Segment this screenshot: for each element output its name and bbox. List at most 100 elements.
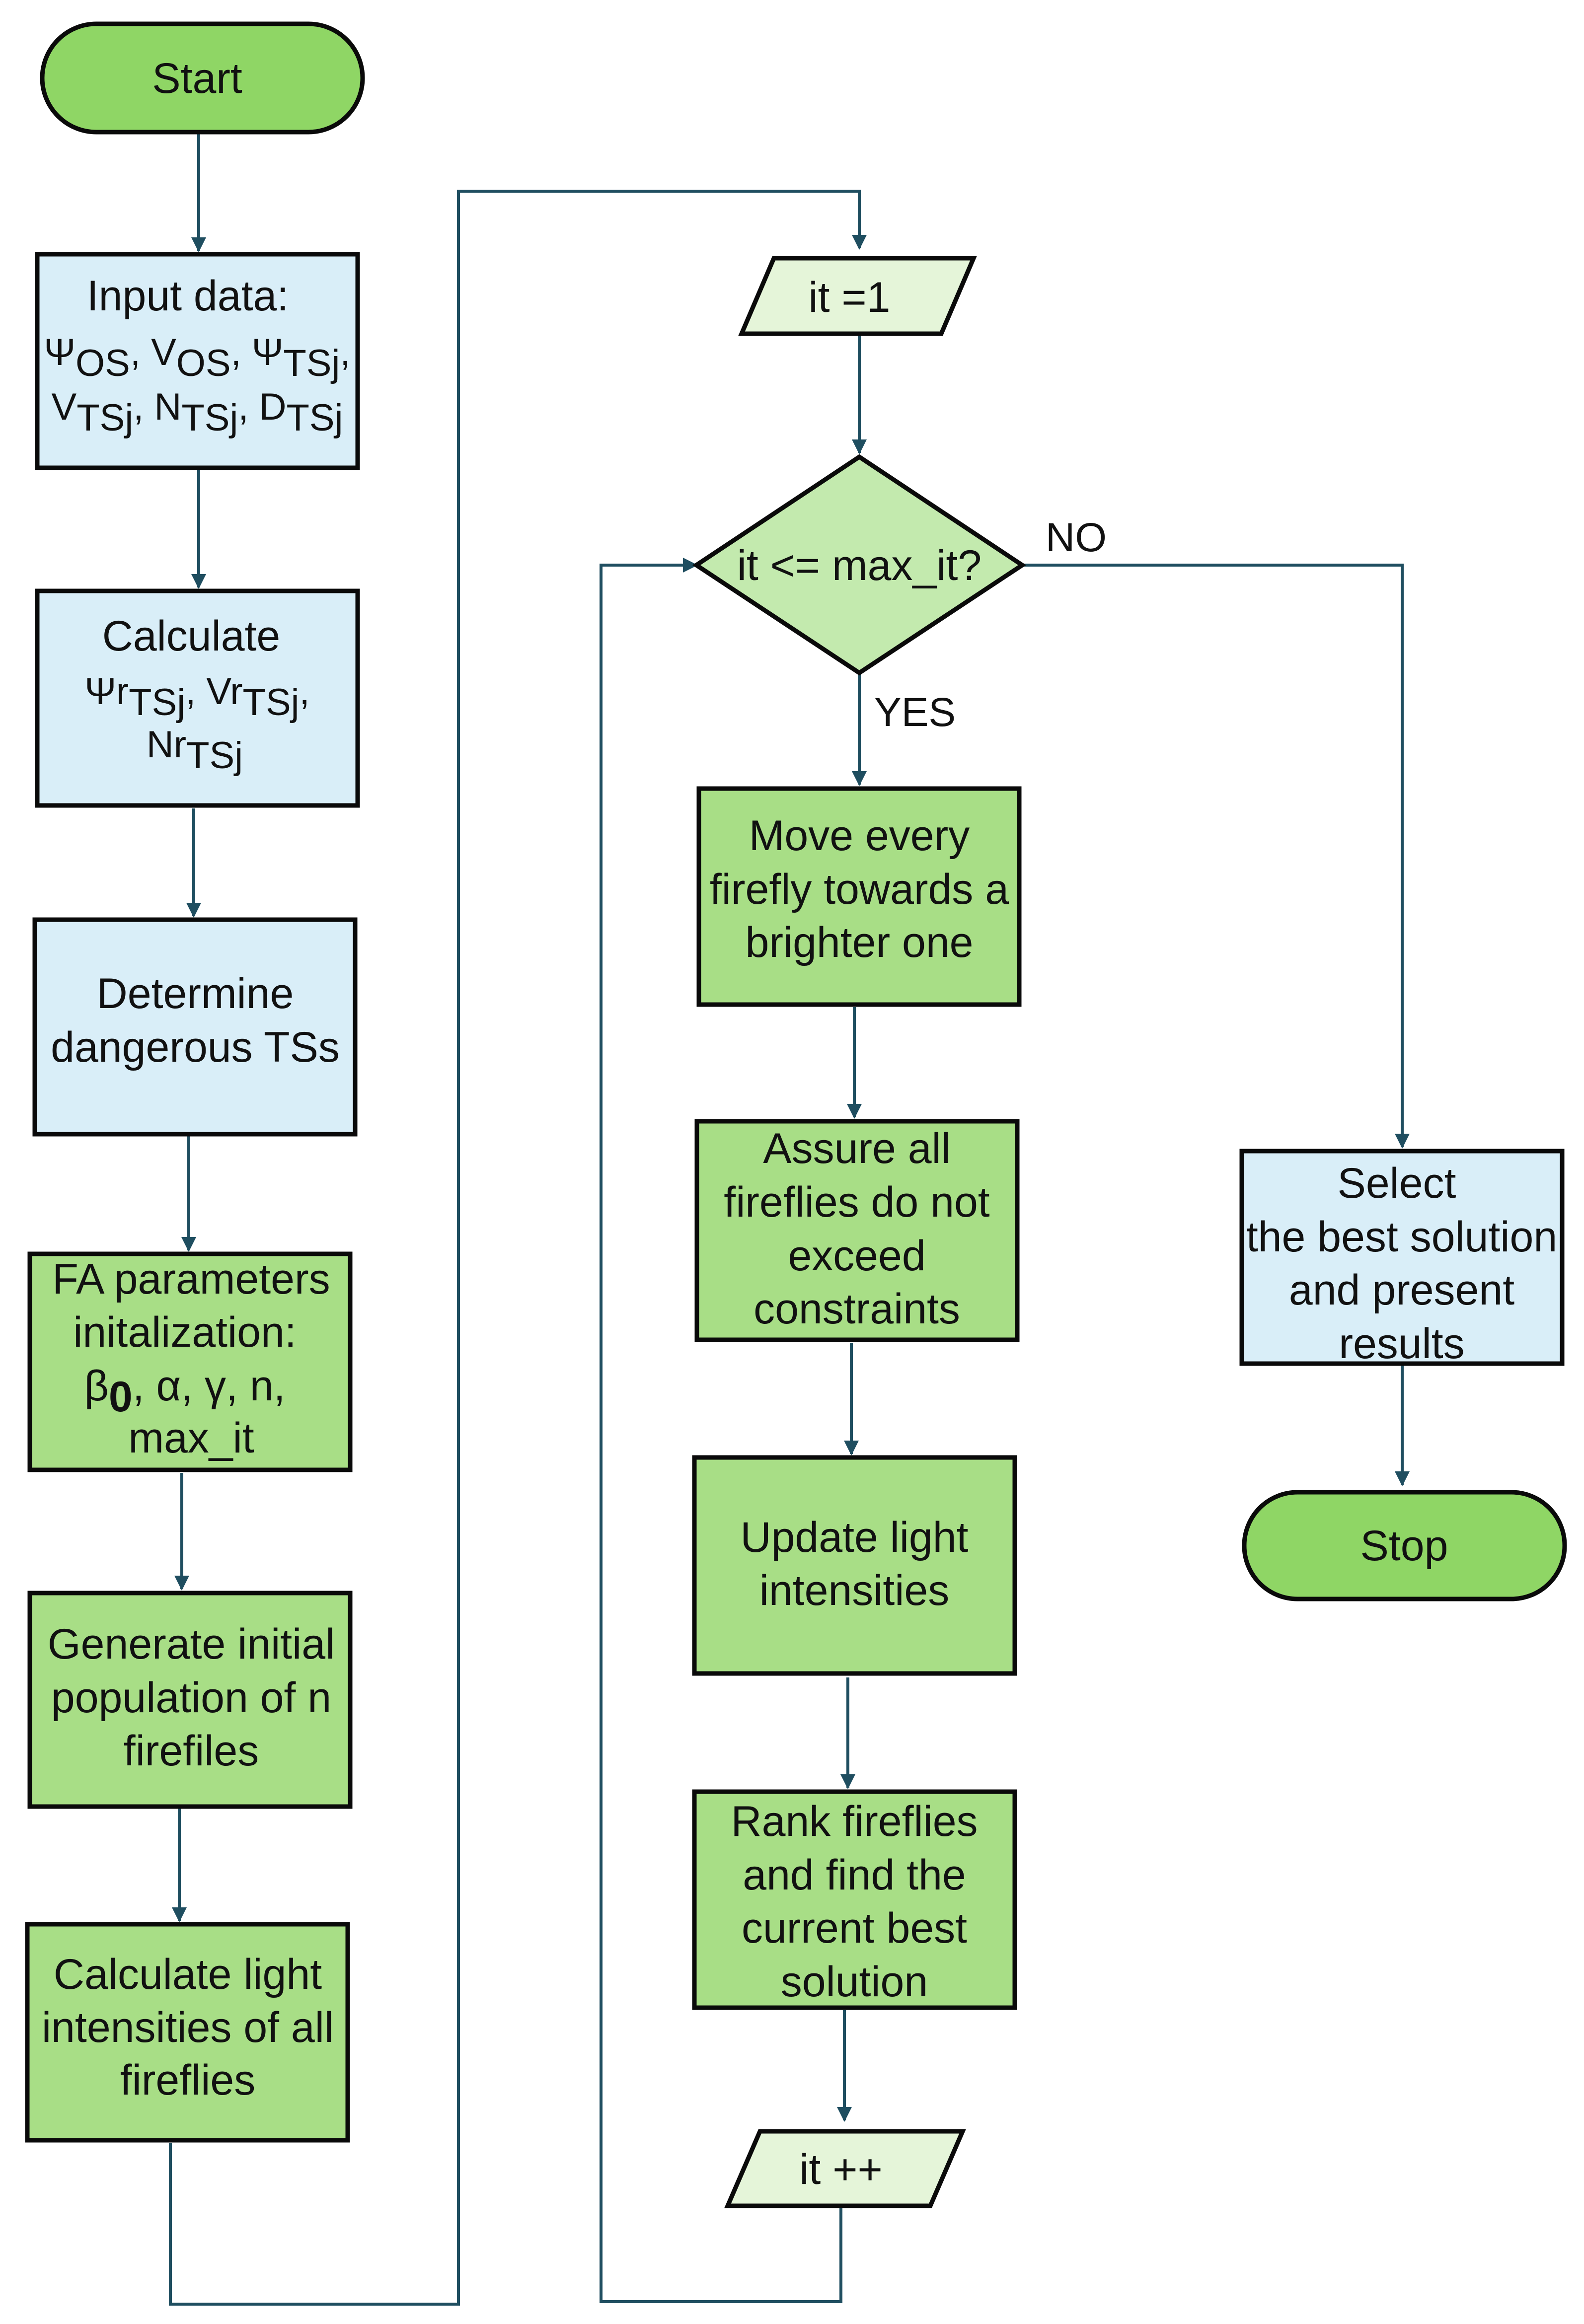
calculate-line-2-part-1: TSj	[186, 734, 243, 777]
it-inc-label: it ++	[799, 2146, 882, 2193]
calc-light-line-2: intensities of all	[42, 2004, 334, 2051]
update-shape	[692, 1455, 1017, 1676]
move-shape	[696, 786, 1022, 1007]
calculate-line-1: ΨrTSj, VrTSj,	[84, 670, 309, 724]
rank-shape	[692, 1789, 1017, 2010]
rank-line-1: Rank fireflies	[731, 1798, 978, 1845]
input-data-line-2: VTSj, NTSj, DTSj	[52, 386, 343, 439]
edge-it-inc-loop-to-decision	[600, 558, 842, 2303]
assure-line-3: exceed	[788, 1232, 925, 1280]
calculate-line-1-part-3: TSj	[243, 681, 300, 724]
edges	[169, 133, 1410, 2306]
move-line-3: brighter one	[746, 919, 974, 966]
rank-line-4: solution	[781, 1958, 928, 2006]
start-label: Start	[152, 55, 242, 102]
node-start: Start	[40, 21, 365, 135]
input-data-line-1-part-5: TSj	[283, 342, 340, 384]
input-data-line-2-part-0: V	[52, 386, 77, 428]
calculate-shape	[35, 588, 360, 808]
fa-params-shape	[27, 1251, 353, 1472]
node-move: Move every firefly towards a brighter on…	[696, 786, 1022, 1007]
fa-params-line-4: max_it	[128, 1414, 254, 1462]
select-line-1: Select	[1337, 1160, 1456, 1207]
generate-line-2: population of n	[51, 1674, 331, 1722]
node-assure: Assure all fireflies do not exceed const…	[694, 1119, 1020, 1342]
start-terminal-shape	[40, 21, 365, 135]
calculate-line-1-part-0: Ψr	[84, 670, 129, 713]
assure-line-2: fireflies do not	[724, 1178, 990, 1226]
select-line-2: the best solution	[1246, 1213, 1557, 1261]
input-data-line-1-part-0: Ψ	[44, 331, 76, 373]
input-data-line-2-part-3: TSj	[181, 397, 238, 439]
input-data-line-1-part-4: , Ψ	[231, 331, 284, 373]
calculate-line-1-part-4: ,	[300, 670, 310, 713]
fa-params-line-3-part-2: , α, γ, n,	[133, 1362, 286, 1410]
node-input-data: Input data: ΨOS, VOS, ΨTSj, VTSj, NTSj, …	[35, 252, 360, 470]
edge-calc-light-to-it-init	[169, 190, 867, 2306]
stop-label: Stop	[1360, 1522, 1448, 1570]
decision-diamond-shape	[692, 454, 1027, 676]
fa-params-line-1: FA parameters	[52, 1255, 330, 1303]
assure-line-1: Assure all	[763, 1125, 951, 1172]
input-data-line-1-part-3: OS	[176, 342, 231, 384]
node-stop: Stop	[1242, 1490, 1567, 1601]
node-it-inc: it ++	[724, 2129, 966, 2208]
input-data-line-2-part-5: TSj	[286, 397, 343, 439]
update-line-1: Update light	[741, 1514, 969, 1561]
calculate-line-1-part-1: TSj	[129, 681, 185, 724]
move-line-1: Move every	[749, 812, 970, 860]
input-data-line-2-part-4: , D	[238, 386, 286, 428]
determine-line-2: dangerous TSs	[51, 1023, 340, 1071]
it-init-io-shape	[738, 256, 977, 336]
move-line-2: firefly towards a	[710, 866, 1009, 913]
determine-line-1: Determine	[97, 970, 294, 1017]
select-line-3: and present	[1289, 1266, 1514, 1314]
node-determine: Determine dangerous TSs	[32, 917, 358, 1137]
calculate-line-1-part-2: , Vr	[185, 670, 242, 713]
fa-params-line-2: initalization:	[73, 1308, 296, 1356]
stop-terminal-shape	[1242, 1490, 1567, 1601]
node-select: Select the best solution and present res…	[1239, 1149, 1565, 1368]
generate-shape	[27, 1591, 353, 1809]
determine-shape	[32, 917, 358, 1137]
it-init-label: it =1	[809, 274, 891, 321]
it-inc-io-shape	[724, 2129, 966, 2208]
input-data-line-1-part-2: , V	[130, 331, 176, 373]
rank-line-2: and find the	[743, 1851, 966, 1899]
rank-line-3: current best	[742, 1904, 967, 1952]
input-data-line-2-part-2: , N	[133, 386, 181, 428]
node-generate: Generate initial population of n firefil…	[27, 1591, 353, 1809]
select-line-4: results	[1339, 1320, 1464, 1368]
node-calculate: Calculate ΨrTSj, VrTSj, NrTSj	[35, 588, 360, 808]
calc-light-line-1: Calculate light	[54, 1951, 322, 1998]
fa-params-line-3-part-0: β	[84, 1362, 108, 1410]
edge-label-yes: YES	[874, 690, 956, 735]
node-it-init: it =1	[738, 256, 977, 336]
node-fa-params: FA parameters initalization: β0, α, γ, n…	[27, 1251, 353, 1472]
calculate-title: Calculate	[102, 612, 281, 660]
calculate-line-2: NrTSj	[147, 724, 243, 777]
node-calc-light: Calculate light intensities of all firef…	[25, 1922, 350, 2143]
input-data-line-1: ΨOS, VOS, ΨTSj,	[44, 331, 351, 384]
generate-line-1: Generate initial	[48, 1620, 335, 1668]
fa-params-line-3-part-1: 0	[109, 1373, 133, 1421]
node-decision: it <= max_it?	[692, 454, 1027, 676]
input-data-shape	[35, 252, 360, 470]
input-data-title: Input data:	[87, 272, 289, 320]
input-data-line-2-part-1: TSj	[76, 397, 133, 439]
update-line-2: intensities	[759, 1567, 949, 1614]
assure-line-4: constraints	[754, 1285, 960, 1333]
calc-light-line-3: fireflies	[120, 2056, 255, 2104]
assure-shape	[694, 1119, 1020, 1342]
decision-label: it <= max_it?	[737, 542, 981, 589]
node-update: Update light intensities	[692, 1455, 1017, 1676]
calculate-line-2-part-0: Nr	[147, 724, 186, 766]
input-data-line-1-part-6: ,	[340, 331, 350, 373]
calc-light-shape	[25, 1922, 350, 2143]
node-rank: Rank fireflies and find the current best…	[692, 1789, 1017, 2010]
fa-params-line-3: β0, α, γ, n,	[84, 1362, 285, 1421]
edge-label-no: NO	[1046, 515, 1107, 560]
select-shape	[1239, 1149, 1565, 1366]
edge-decision-to-select-no	[1022, 564, 1410, 1149]
